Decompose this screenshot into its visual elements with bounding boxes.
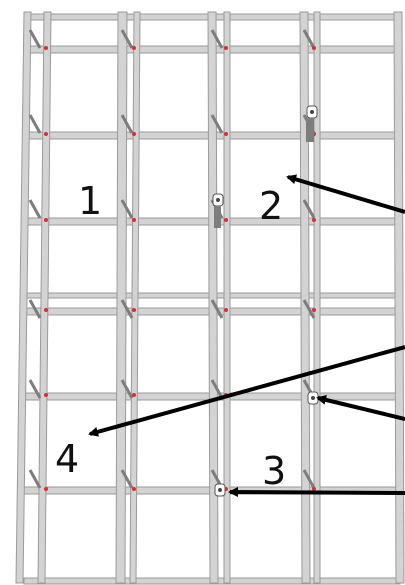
- connector-dot-2: [311, 396, 315, 400]
- joint-3-5: [312, 487, 316, 491]
- joint-2-3: [224, 308, 228, 312]
- label-4: 4: [55, 437, 79, 481]
- post-4: [208, 12, 218, 583]
- label-2: 2: [259, 184, 283, 228]
- label-3: 3: [262, 449, 286, 493]
- post-3: [130, 12, 140, 583]
- connector-dot-0: [310, 110, 314, 114]
- joint-1-3: [132, 308, 136, 312]
- post-2: [116, 12, 127, 583]
- joint-0-2: [44, 218, 48, 222]
- joint-3-0: [312, 46, 316, 50]
- frame-joints: [44, 46, 316, 491]
- post-7: [314, 12, 320, 583]
- label-1: 1: [78, 179, 102, 223]
- joint-0-3: [44, 308, 48, 312]
- joint-0-0: [44, 46, 48, 50]
- connector-dot-3: [218, 488, 222, 492]
- brace-0-5: [30, 470, 40, 488]
- joint-2-0: [224, 46, 228, 50]
- joint-2-1: [224, 132, 228, 136]
- brace-0-1: [30, 115, 40, 133]
- post-6: [300, 12, 310, 583]
- joint-1-4: [132, 393, 136, 397]
- connector-dot-1: [216, 198, 220, 202]
- joint-2-2: [224, 218, 228, 222]
- arrow-to-connector-middle: [318, 398, 405, 419]
- joint-0-4: [44, 393, 48, 397]
- post-5: [224, 12, 230, 583]
- strut-upper: [306, 118, 314, 142]
- joint-1-0: [132, 46, 136, 50]
- joint-0-1: [44, 132, 48, 136]
- brace-0-0: [30, 30, 40, 48]
- brace-0-2: [30, 200, 40, 218]
- joint-3-3: [312, 308, 316, 312]
- strut-middle: [214, 206, 221, 228]
- joint-1-5: [132, 487, 136, 491]
- joint-1-1: [132, 132, 136, 136]
- joint-3-2: [312, 218, 316, 222]
- joint-0-5: [44, 487, 48, 491]
- joint-1-2: [132, 218, 136, 222]
- arrow-to-connector-3: [230, 492, 405, 493]
- post-8: [394, 12, 404, 583]
